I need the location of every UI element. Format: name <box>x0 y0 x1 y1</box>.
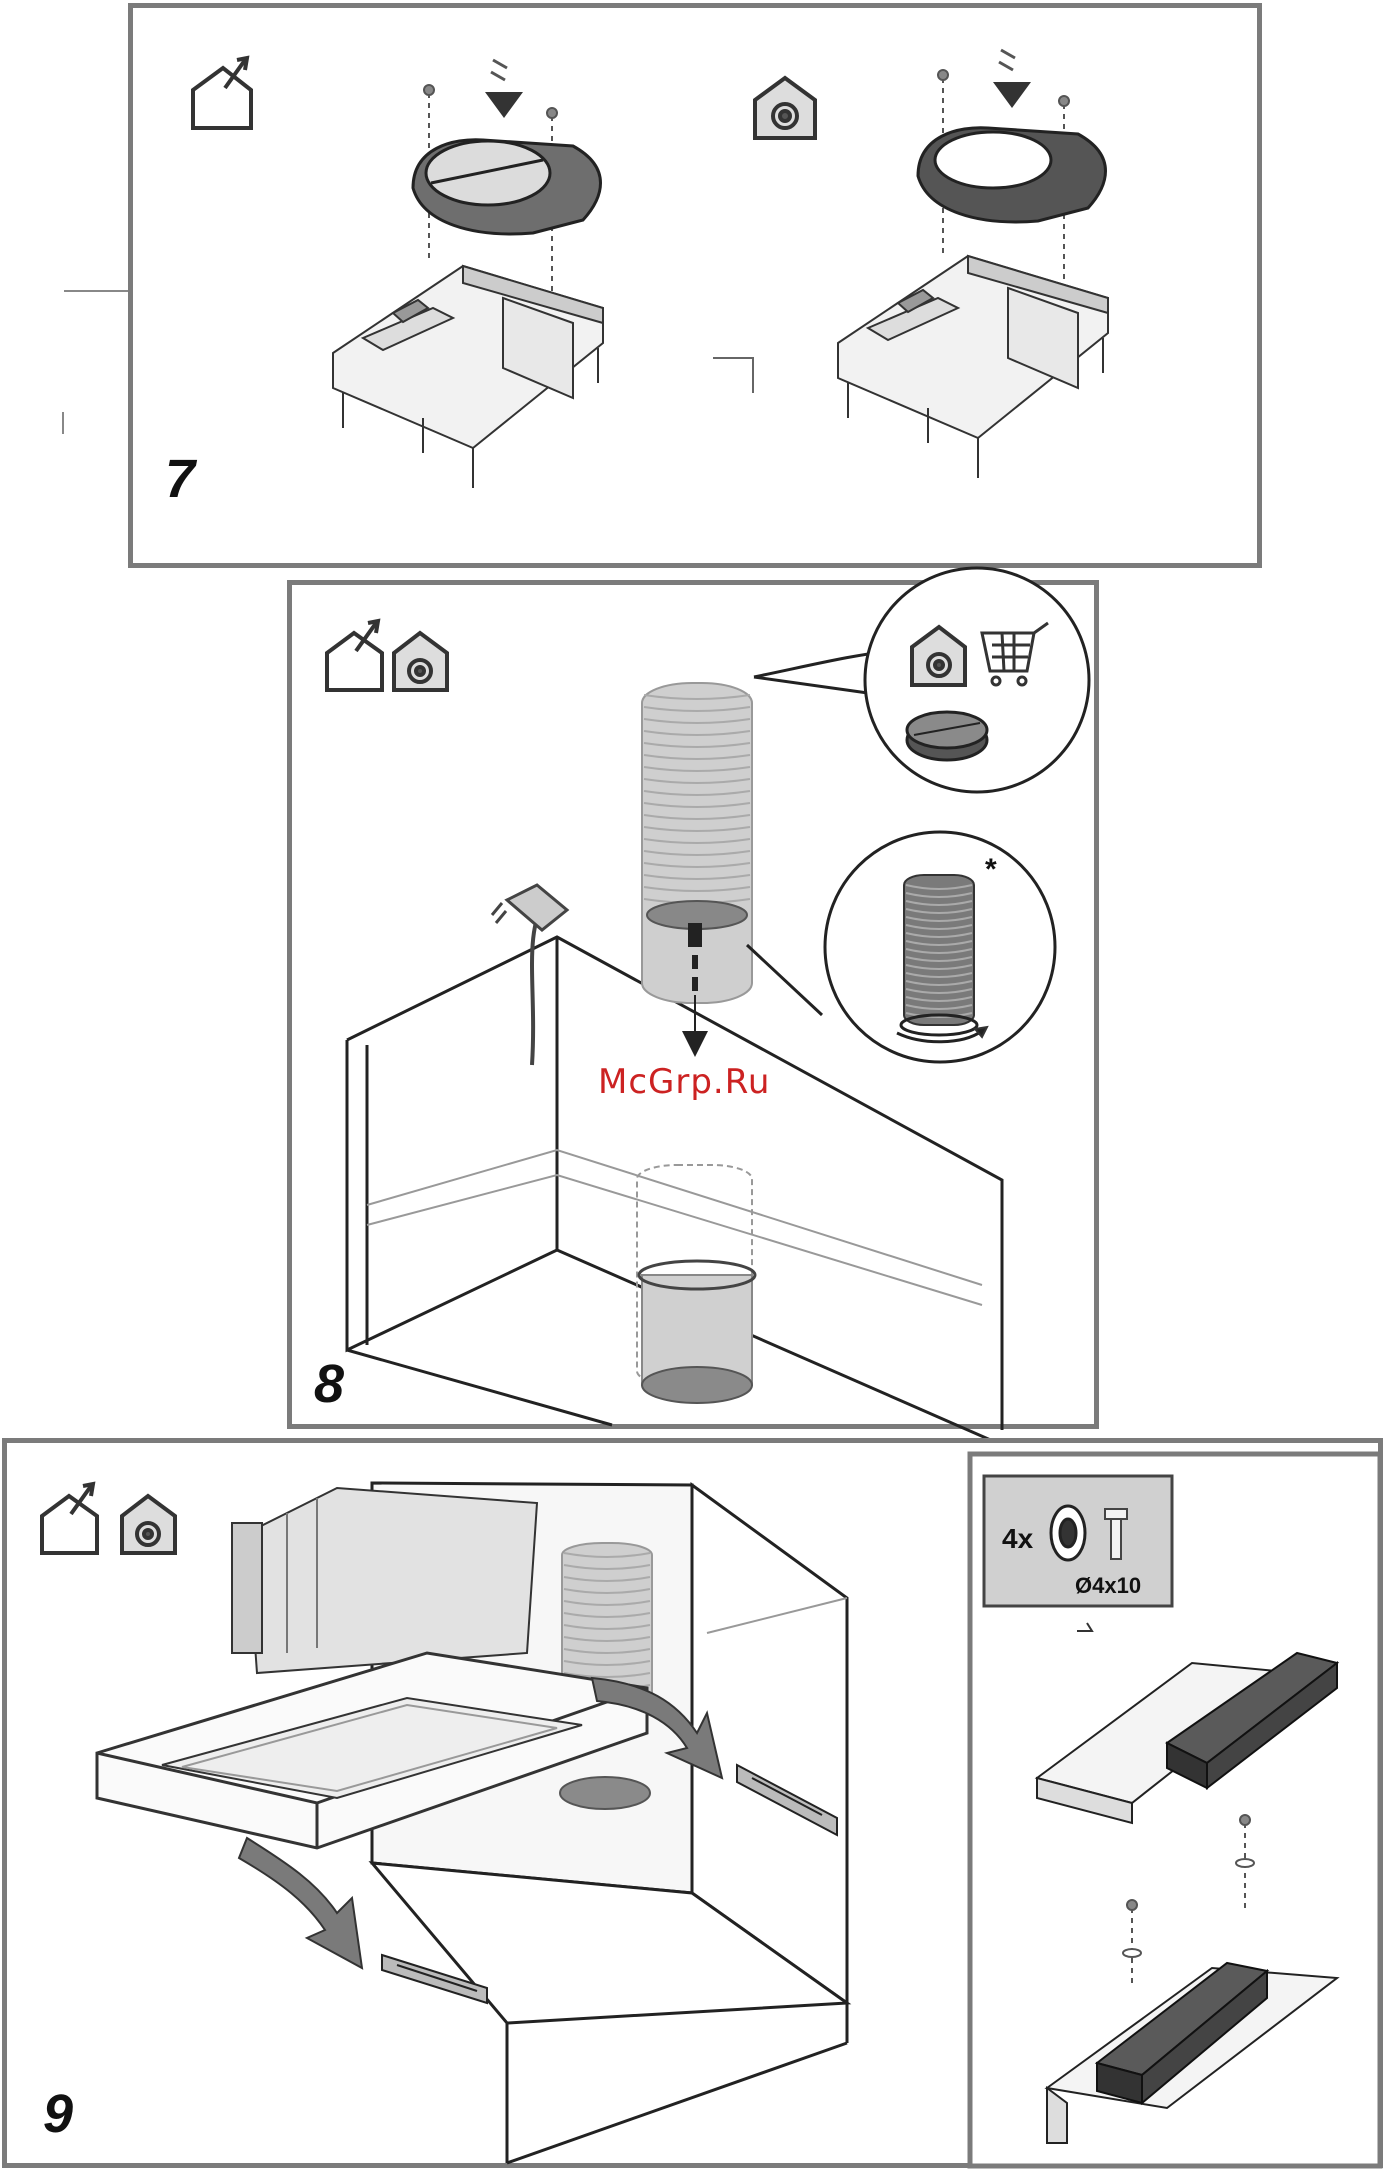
recirculation-house-icon <box>394 633 447 690</box>
stray-mark <box>62 412 64 434</box>
step-number: 9 <box>43 2083 73 2145</box>
screw-size-label: Ø4x10 <box>1075 1573 1141 1599</box>
down-arrow-right <box>993 50 1031 108</box>
step-7-panel: 7 <box>128 3 1262 568</box>
step-7-illustration <box>133 8 1267 573</box>
step-number: 7 <box>165 448 195 510</box>
washer-icon <box>1051 1506 1085 1560</box>
carbon-filter-disc <box>907 712 987 760</box>
down-arrow-left <box>485 60 523 118</box>
recirculation-house-icon <box>755 78 815 138</box>
duct-lower <box>637 1165 755 1403</box>
watermark: McGrp.Ru <box>598 1062 770 1102</box>
hood-body-left <box>333 266 603 488</box>
duct-with-clamp <box>897 875 987 1042</box>
outside-venting-house-icon <box>42 1484 97 1553</box>
step-9-panel: 4x Ø4x10 9 <box>2 1438 1383 2168</box>
stray-line <box>713 358 753 393</box>
hood-chimney-box <box>232 1488 537 1673</box>
step-8-panel: * 8 <box>287 580 1099 1429</box>
footnote-mark: * <box>985 853 997 887</box>
step-9-illustration <box>7 1443 1384 2173</box>
hood-body-right <box>838 256 1108 478</box>
damper-flange-closed <box>413 140 601 234</box>
outside-venting-house-icon <box>193 58 251 128</box>
recirculation-house-icon <box>122 1496 175 1553</box>
hardware-quantity: 4x <box>1002 1523 1033 1555</box>
step-number: 8 <box>314 1353 344 1415</box>
rotate-arrow-left <box>239 1838 362 1968</box>
stray-mark <box>64 290 130 292</box>
flange-open-ring <box>918 128 1106 222</box>
step-8-illustration <box>292 585 1104 1434</box>
outside-venting-house-icon <box>327 621 382 690</box>
